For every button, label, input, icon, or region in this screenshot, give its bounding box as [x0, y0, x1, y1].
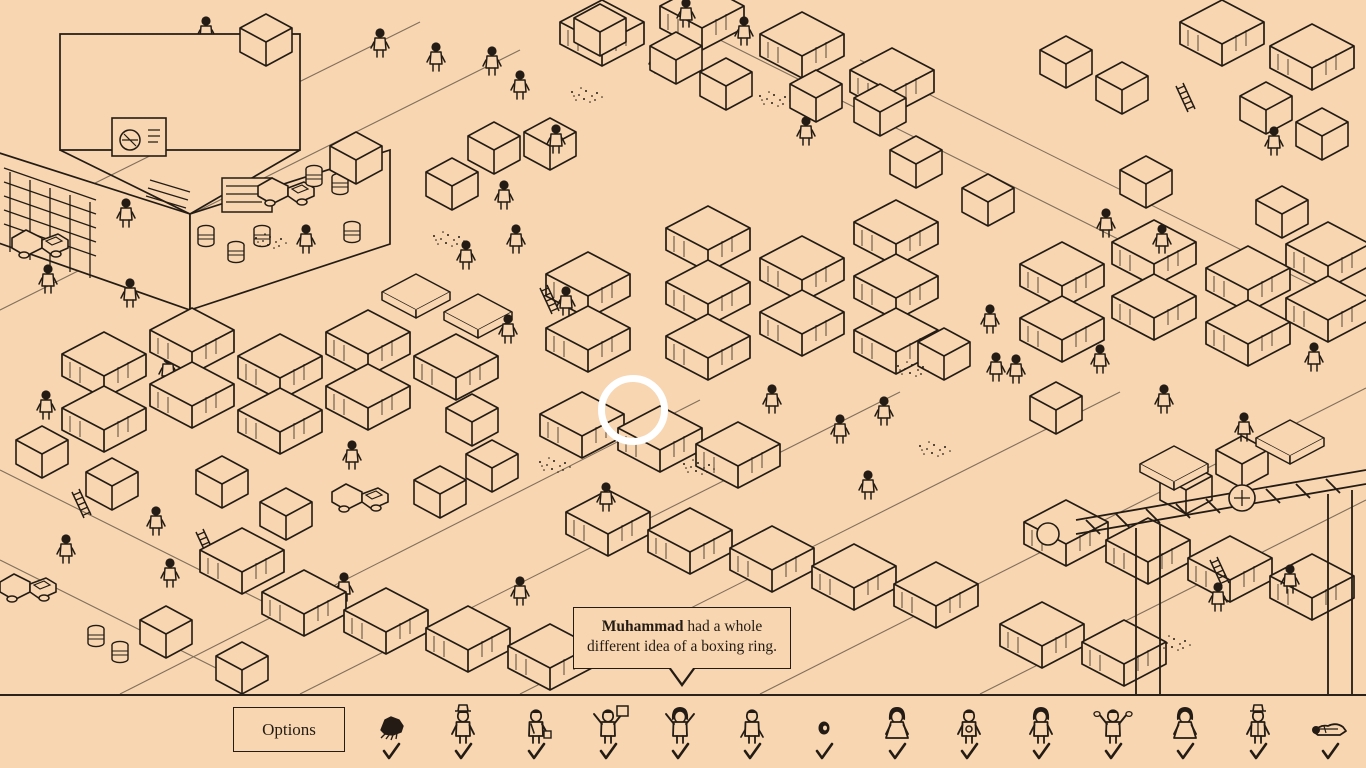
folk-target-8[interactable]: [869, 700, 925, 768]
folk-target-12[interactable]: [1157, 700, 1213, 768]
game-scene[interactable]: Muhammad had a whole different idea of a…: [0, 0, 1366, 694]
tooltip-character-name: Muhammad: [601, 618, 684, 635]
person-long-dark-hair-icon: [1013, 700, 1069, 746]
person-crouching-icon: [724, 700, 780, 746]
person-lying-down-icon: [1302, 700, 1358, 746]
found-check-icon: [580, 742, 636, 764]
hand-glyph-icon: [363, 700, 419, 746]
folk-target-13[interactable]: [1230, 700, 1286, 768]
folk-target-4[interactable]: [580, 700, 636, 768]
person-dress-ponytail-icon: [869, 700, 925, 746]
found-check-icon: [796, 742, 852, 764]
tooltip-text: had a whole different idea of a boxing r…: [587, 618, 777, 655]
found-check-icon: [435, 742, 491, 764]
found-check-icon: [869, 742, 925, 764]
character-tooltip: Muhammad had a whole different idea of a…: [573, 607, 791, 687]
person-arms-out-hair-icon: [652, 700, 708, 746]
person-arms-up-sign-icon: [580, 700, 636, 746]
options-button[interactable]: Options: [233, 707, 345, 752]
folk-target-2[interactable]: [435, 700, 491, 768]
bottom-toolbar: Options: [0, 694, 1366, 768]
person-round-badge-icon: [941, 700, 997, 746]
found-check-icon: [724, 742, 780, 764]
found-check-icon: [1302, 742, 1358, 764]
found-check-icon: [1013, 742, 1069, 764]
found-check-icon: [363, 742, 419, 764]
found-check-icon: [508, 742, 564, 764]
person-dress-curly-hair-icon: [1157, 700, 1213, 746]
found-check-icon: [1157, 742, 1213, 764]
folk-target-9[interactable]: [941, 700, 997, 768]
found-check-icon: [652, 742, 708, 764]
small-head-only-icon: [796, 700, 852, 746]
found-check-icon: [941, 742, 997, 764]
found-check-icon: [1085, 742, 1141, 764]
found-check-icon: [1230, 742, 1286, 764]
scene-artwork: [0, 0, 1366, 694]
folk-target-10[interactable]: [1013, 700, 1069, 768]
folk-target-7[interactable]: [796, 700, 852, 768]
person-arms-wide-cap-icon: [1085, 700, 1141, 746]
folk-target-list: [355, 696, 1366, 768]
tooltip-arrow-fill: [671, 667, 693, 683]
person-side-bag-icon: [508, 700, 564, 746]
person-hat-standing-icon: [435, 700, 491, 746]
folk-target-5[interactable]: [652, 700, 708, 768]
folk-target-11[interactable]: [1085, 700, 1141, 768]
folk-target-14[interactable]: [1302, 700, 1358, 768]
person-hat-coat-icon: [1230, 700, 1286, 746]
folk-target-3[interactable]: [508, 700, 564, 768]
folk-target-6[interactable]: [724, 700, 780, 768]
folk-target-1[interactable]: [363, 700, 419, 768]
